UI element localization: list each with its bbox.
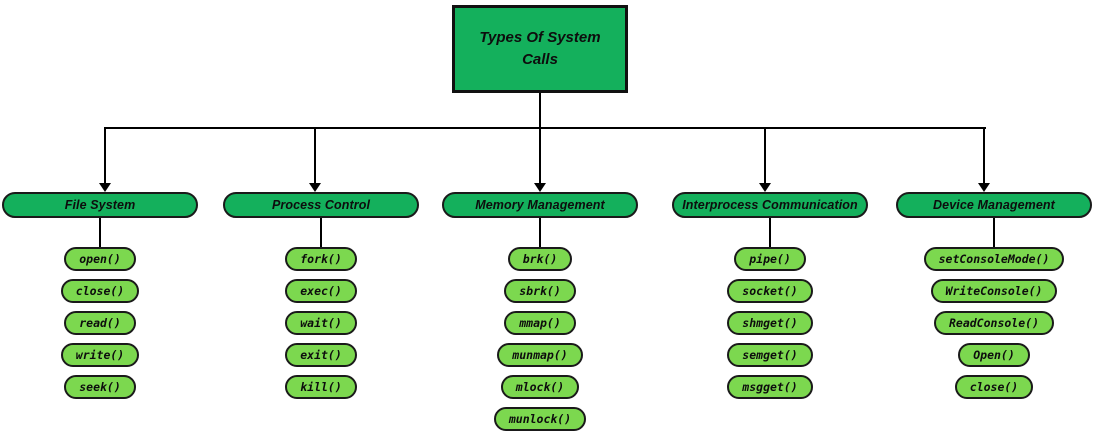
syscall-node: socket()	[727, 279, 813, 303]
connector-category-stem	[99, 218, 101, 247]
syscall-list: setConsoleMode() WriteConsole() ReadConsol…	[923, 247, 1065, 399]
connector-branch-process	[314, 128, 316, 184]
syscall-node: fork()	[285, 247, 357, 271]
syscall-node: pipe()	[734, 247, 806, 271]
category-node: File System	[2, 192, 198, 218]
arrow-down-icon	[978, 183, 990, 192]
syscall-node: Open()	[958, 343, 1030, 367]
root-node-types-of-system-calls: Types Of System Calls	[452, 5, 628, 93]
connector-category-stem	[320, 218, 322, 247]
arrow-down-icon	[99, 183, 111, 192]
connector-category-stem	[539, 218, 541, 247]
category-node: Memory Management	[442, 192, 638, 218]
category-label: Device Management	[933, 198, 1055, 212]
category-node: Process Control	[223, 192, 419, 218]
syscall-list: brk() sbrk() mmap() munmap() mlock() munlock(…	[493, 247, 587, 431]
syscall-node: exec()	[285, 279, 357, 303]
syscall-node: WriteConsole()	[930, 279, 1058, 303]
category-label: File System	[64, 198, 136, 212]
category-node: Interprocess Communication	[672, 192, 868, 218]
syscall-node: shmget()	[727, 311, 813, 335]
syscall-list: fork() exec() wait() exit() kill()	[285, 247, 357, 399]
category-column-memory-management: Memory Management brk() sbrk() mmap() munma…	[440, 192, 640, 431]
syscall-node: mlock()	[500, 375, 580, 399]
connector-category-stem	[769, 218, 771, 247]
category-column-file-system: File System open() close() read() write() se…	[0, 192, 200, 399]
syscall-node: close()	[954, 375, 1034, 399]
syscall-node: mmap()	[504, 311, 576, 335]
syscall-node: semget()	[727, 343, 813, 367]
category-label: Interprocess Communication	[682, 198, 858, 212]
syscall-node: open()	[64, 247, 136, 271]
connector-horizontal	[104, 127, 986, 129]
syscall-node: setConsoleMode()	[923, 247, 1065, 271]
connector-branch-device	[983, 128, 985, 184]
category-label: Process Control	[271, 198, 371, 212]
syscall-node: msgget()	[727, 375, 813, 399]
root-node-label: Types Of System Calls	[479, 29, 601, 68]
syscall-node: brk()	[507, 247, 573, 271]
connector-branch-interprocess	[764, 128, 766, 184]
category-column-device-management: Device Management setConsoleMode() WriteC…	[894, 192, 1094, 399]
syscall-list: pipe() socket() shmget() semget() msgget()	[727, 247, 813, 399]
connector-branch-file-system	[104, 128, 106, 184]
syscall-node: read()	[64, 311, 136, 335]
arrow-down-icon	[534, 183, 546, 192]
syscall-node: seek()	[64, 375, 136, 399]
syscall-node: kill()	[285, 375, 357, 399]
category-label: Memory Management	[475, 198, 605, 212]
category-node: Device Management	[896, 192, 1092, 218]
syscall-list: open() close() read() write() seek()	[60, 247, 140, 399]
syscall-node: wait()	[285, 311, 357, 335]
connector-category-stem	[993, 218, 995, 247]
syscall-node: exit()	[285, 343, 357, 367]
syscall-node: ReadConsole()	[933, 311, 1054, 335]
arrow-down-icon	[759, 183, 771, 192]
connector-root-stem	[539, 93, 541, 128]
connector-branch-memory	[539, 128, 541, 184]
syscall-node: munmap()	[497, 343, 583, 367]
syscall-node: close()	[60, 279, 140, 303]
category-column-interprocess-communication: Interprocess Communication pipe() socket(…	[670, 192, 870, 399]
syscall-node: write()	[60, 343, 140, 367]
syscall-node: munlock()	[493, 407, 587, 431]
arrow-down-icon	[309, 183, 321, 192]
syscall-node: sbrk()	[504, 279, 576, 303]
category-column-process-control: Process Control fork() exec() wait() exit()…	[221, 192, 421, 399]
